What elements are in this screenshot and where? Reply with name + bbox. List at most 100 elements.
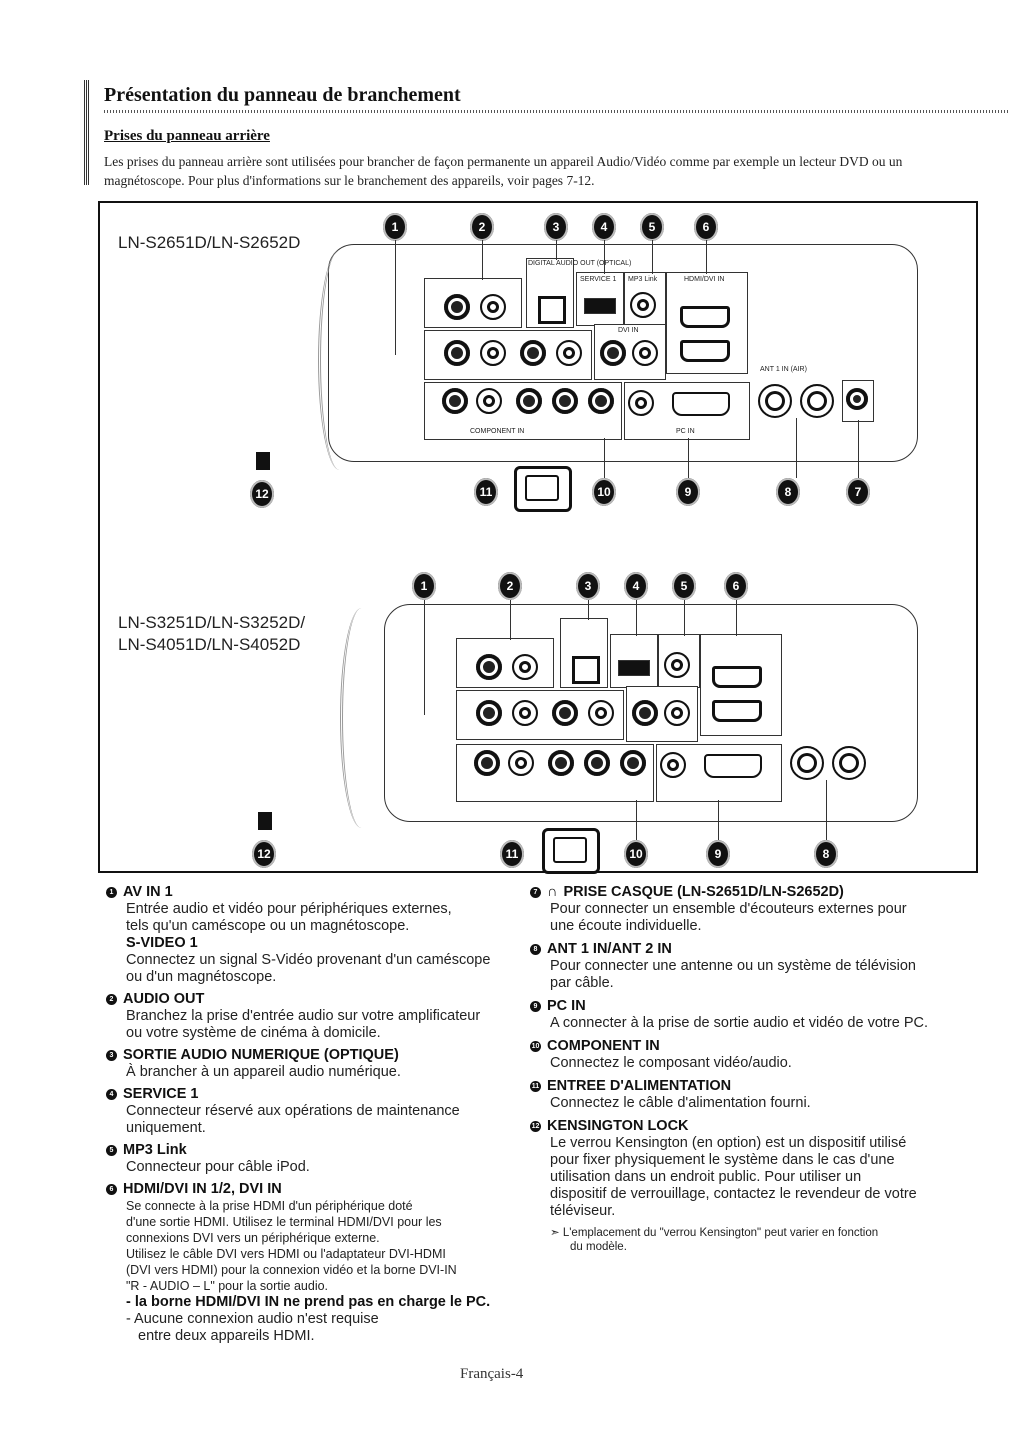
note-line-1: ➣ L'emplacement du "verrou Kensington" p… [550,1227,879,1239]
lead-5-bottom [684,600,685,636]
pc-vga-port [672,392,730,416]
mp3-jack [630,292,656,318]
kensington-lock-icon-top [256,452,270,470]
lead-3-top [556,240,557,260]
pc-audio-jack-b [660,752,686,778]
callout-5-bottom: 5 [672,572,696,600]
dvi-audio-jack-l [632,340,658,366]
component-pr-b [548,750,574,776]
ant1-jack-b [790,746,824,780]
pc-in-label: PC IN [676,428,695,435]
component-pb-b [584,750,610,776]
callout-9-top: 9 [676,478,700,506]
callout-11-top: 11 [474,478,498,506]
mp3-jack-b [664,652,690,678]
component-audio-l-b [508,750,534,776]
page-title: Présentation du panneau de branchement [104,84,461,106]
lead-6-bottom [736,600,737,636]
component-audio-r [442,388,468,414]
callout-11-bottom: 11 [500,840,524,868]
heading-marker [84,80,89,185]
callout-10-top: 10 [592,478,616,506]
audio-out-box-b [456,638,554,688]
lead-6-top [706,240,707,274]
av-in-jack-video [520,340,546,366]
model-label-bottom-1: LN-S3251D/LN-S3252D/ [118,613,306,632]
component-y-b [620,750,646,776]
ant2-jack-b [832,746,866,780]
lead-8-bottom [826,780,827,840]
lead-2-top [482,240,483,280]
component-pb [552,388,578,414]
lead-4-bottom [636,600,637,636]
model-label-bottom-2: LN-S4051D/LN-S4052D [118,635,301,654]
audio-out-jack-l-b [512,654,538,680]
callout-7-top: 7 [846,478,870,506]
audio-out-jack-r [444,294,470,320]
lead-8-top [796,418,797,478]
audio-out-jack-r-b [476,654,502,680]
bullet-1: 1 [106,887,117,898]
service-port-icon-b [618,660,650,676]
svideo-jack [556,340,582,366]
kensington-lock-icon-bottom [258,812,272,830]
hdmi-label: HDMI/DVI IN [684,276,725,283]
lead-5-top [652,240,653,274]
callout-2-bottom: 2 [498,572,522,600]
headphone-jack [846,388,868,410]
audio-out-box [424,278,522,328]
svideo-jack-b [588,700,614,726]
av-in-jack-video-b [552,700,578,726]
lead-7-top [858,420,859,478]
desc-item-7: 7∩PRISE CASQUE (LN-S2651D/LN-S2652D) Pou… [530,884,970,935]
av-in-jack-l [480,340,506,366]
dvi-audio-jack-r [600,340,626,366]
right-descriptions: 7∩PRISE CASQUE (LN-S2651D/LN-S2652D) Pou… [530,884,970,1259]
callout-1-top: 1 [383,213,407,241]
dvi-audio-jack-r-b [632,700,658,726]
component-label: COMPONENT IN [470,428,525,435]
av-in-jack-r [444,340,470,366]
lead-2-bottom [510,600,511,640]
lead-10-top [604,438,605,478]
panel-curve-top [318,250,361,470]
callout-10-bottom: 10 [624,840,648,868]
component-audio-l [476,388,502,414]
ant2-jack [800,384,834,418]
lead-4-top [604,240,605,274]
section-subtitle: Prises du panneau arrière [104,128,270,144]
component-y [588,388,614,414]
optical-port-icon [538,296,566,324]
diagram-frame [98,201,978,873]
av-in-jack-l-b [512,700,538,726]
callout-4-bottom: 4 [624,572,648,600]
dvi-audio-jack-l-b [664,700,690,726]
callout-12-top: 12 [250,480,274,508]
callout-3-top: 3 [544,213,568,241]
ant1-label: ANT 1 IN (AIR) [760,366,807,373]
power-inlet-top [514,466,572,512]
dvi-in-label: DVI IN [618,327,639,334]
hdmi-port-1 [680,340,730,362]
lead-3-bottom [588,600,589,620]
callout-8-top: 8 [776,478,800,506]
lead-9-bottom [718,800,719,840]
av-in-jack-r-b [476,700,502,726]
headphone-icon: ∩ [547,884,558,900]
callout-4-top: 4 [592,213,616,241]
audio-out-jack-l [480,294,506,320]
optical-label: DIGITAL AUDIO OUT (OPTICAL) [528,260,632,267]
callout-8-bottom: 8 [814,840,838,868]
callout-6-top: 6 [694,213,718,241]
service-port-icon [584,298,616,314]
callout-12-bottom: 12 [252,840,276,868]
ant1-jack [758,384,792,418]
